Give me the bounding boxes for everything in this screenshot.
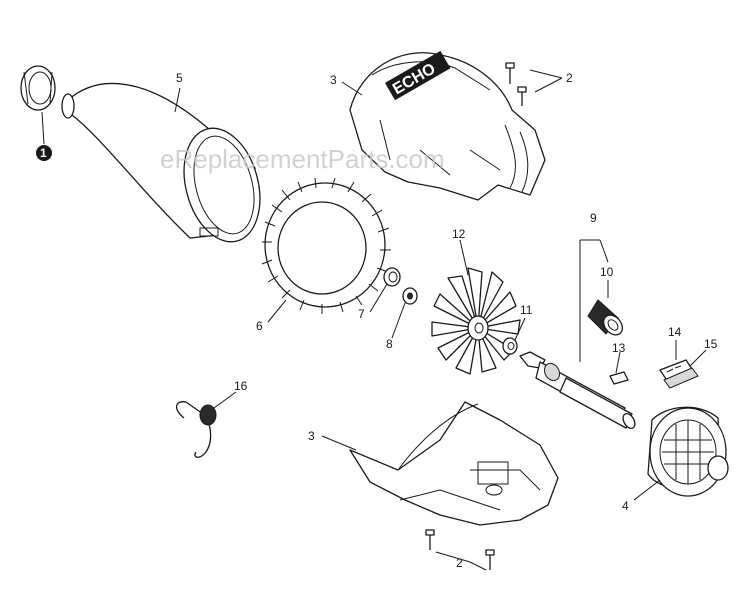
part-lower-fan-case[interactable] — [349, 401, 559, 526]
callout-3-top: 3 — [330, 73, 337, 87]
part-clamp-ring[interactable] — [20, 65, 56, 111]
callout-1: 1 — [40, 146, 47, 160]
callout-10: 10 — [600, 265, 614, 279]
part-bushing[interactable] — [383, 267, 401, 287]
callout-3-bottom: 3 — [308, 429, 315, 443]
callout-7: 7 — [358, 307, 365, 321]
part-fan-housing-ring[interactable] — [261, 177, 391, 314]
callout-6: 6 — [256, 319, 263, 333]
part-blower-nozzle[interactable] — [61, 82, 272, 250]
callout-8: 8 — [386, 337, 393, 351]
callout-1-marker — [36, 145, 52, 161]
callout-14: 14 — [668, 325, 682, 339]
callout-9: 9 — [590, 211, 597, 225]
part-shaft-assembly[interactable] — [519, 351, 637, 430]
callout-2-bottom: 2 — [456, 556, 463, 570]
callout-12: 12 — [452, 227, 466, 241]
part-key[interactable] — [609, 371, 629, 385]
callout-5: 5 — [176, 71, 183, 85]
part-spring[interactable] — [176, 401, 217, 458]
callout-16: 16 — [234, 379, 248, 393]
callout-11: 11 — [520, 303, 533, 317]
part-washer[interactable] — [402, 287, 418, 305]
callout-labels: 1 5 3 2 6 7 8 12 11 9 10 13 14 15 4 16 3… — [36, 71, 718, 570]
leader-lines — [41, 69, 707, 571]
part-upper-fan-case[interactable]: ECHO — [349, 50, 546, 201]
part-spacer[interactable] — [502, 337, 518, 355]
part-screws-bottom[interactable] — [425, 529, 495, 570]
callout-15: 15 — [704, 337, 718, 351]
callout-13: 13 — [612, 341, 626, 355]
part-plate-2[interactable] — [663, 367, 699, 389]
watermark-text: eReplacementParts.com — [160, 144, 445, 174]
part-intake-cover[interactable] — [647, 406, 729, 497]
callout-4: 4 — [622, 499, 629, 513]
callout-2-top: 2 — [566, 71, 573, 85]
part-bearing[interactable] — [587, 299, 626, 339]
part-fan-impeller[interactable] — [431, 267, 521, 375]
part-screws-top[interactable] — [505, 62, 527, 106]
